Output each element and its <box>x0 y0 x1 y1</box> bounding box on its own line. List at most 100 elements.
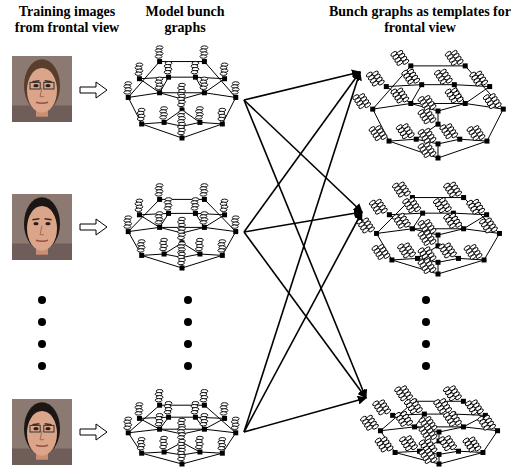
face-photo <box>12 399 72 465</box>
jet-bunch <box>137 117 144 120</box>
jet-bunch <box>468 446 476 453</box>
graph-edge <box>422 84 455 85</box>
photo-background <box>12 399 72 465</box>
graph-node <box>378 428 383 433</box>
jet-bunch <box>231 91 238 94</box>
graph-edge <box>139 213 168 214</box>
graph-node <box>193 415 198 420</box>
graph-node <box>180 266 185 271</box>
jet-bunch <box>196 116 203 119</box>
eyebrow <box>45 219 52 220</box>
graph-edge <box>182 124 222 138</box>
graph-node <box>414 137 419 142</box>
jet-bunch <box>191 207 198 210</box>
graph-node <box>412 424 417 429</box>
graph-edge <box>377 229 413 234</box>
ellipsis-dot <box>38 296 46 304</box>
graph-node <box>415 256 420 261</box>
eye <box>45 427 50 430</box>
jet-bunch <box>220 208 227 211</box>
graph-node <box>139 121 144 126</box>
graph-node <box>463 101 468 106</box>
graph-edge <box>438 260 484 274</box>
hollow-arrow <box>80 82 107 98</box>
jet-bunch <box>178 457 185 460</box>
jet-bunch <box>423 240 431 247</box>
mouth <box>36 445 48 446</box>
jet-bunch <box>449 395 457 402</box>
jet-bunch <box>164 207 171 210</box>
eyebrow <box>45 81 52 82</box>
graph-edge <box>389 139 416 141</box>
jet-bunch <box>410 408 418 415</box>
graph-edge <box>128 62 159 98</box>
ellipsis-dot <box>422 362 430 370</box>
mouth <box>36 102 48 103</box>
glasses <box>30 425 40 432</box>
jet-bunch <box>137 249 144 252</box>
jet-bunch <box>380 446 388 453</box>
jet-bunch <box>407 78 415 85</box>
graph-node <box>162 252 167 257</box>
graph-node <box>370 107 375 112</box>
jet-bunch <box>450 97 458 104</box>
jet-bunch <box>200 221 207 224</box>
graph-node <box>461 226 466 231</box>
jet-bunch <box>396 60 404 67</box>
graph-edge <box>204 405 235 433</box>
graph-node <box>126 229 131 234</box>
hair <box>24 402 60 455</box>
jet-bunch <box>405 445 413 452</box>
graph-node <box>487 84 492 89</box>
hair <box>24 59 60 112</box>
jet-bunch <box>378 409 386 416</box>
graph-edge <box>200 254 222 255</box>
graph-edge <box>380 401 414 430</box>
graph-node <box>220 121 225 126</box>
graph-edge <box>380 427 414 431</box>
graph-node <box>202 59 207 64</box>
jet-bunch <box>155 86 162 89</box>
graph-node <box>420 211 425 216</box>
mapping-arrow <box>244 212 362 432</box>
graph-node <box>484 139 489 144</box>
jet-bunch <box>440 78 448 85</box>
template-bunch-graph <box>360 385 500 467</box>
graph-node <box>480 450 485 455</box>
jet-bunch <box>160 445 167 448</box>
graph-edge <box>139 77 168 79</box>
graph-edge <box>182 453 222 464</box>
jet-bunch <box>231 225 238 228</box>
graph-edge <box>483 431 498 453</box>
graph-node <box>436 156 441 161</box>
jet-bunch <box>178 131 185 134</box>
graph-node <box>393 450 398 455</box>
nose <box>40 226 44 235</box>
graph-node <box>436 141 441 146</box>
graph-edge <box>195 213 224 214</box>
ellipsis-dot <box>184 362 192 370</box>
jet-bunch <box>423 152 431 159</box>
graph-edge <box>392 260 438 274</box>
jet-bunch <box>191 70 198 73</box>
graph-edge <box>395 451 419 452</box>
face-skin <box>27 68 57 113</box>
graph-node <box>484 212 489 217</box>
ellipsis-dot <box>38 340 46 348</box>
graph-node <box>180 136 185 141</box>
jet-bunch <box>200 423 207 426</box>
ellipsis-dot <box>422 318 430 326</box>
graph-edge <box>453 213 486 215</box>
column-heading: Model bunch graphs <box>135 4 235 36</box>
jet-bunch <box>398 191 406 198</box>
hair <box>24 197 60 250</box>
graph-edge <box>200 452 222 453</box>
model-bunch-graph <box>124 390 239 467</box>
jet-bunch <box>178 436 185 439</box>
jet-bunch <box>137 447 144 450</box>
graph-edge <box>392 258 418 260</box>
graph-node <box>456 256 461 261</box>
graph-node <box>461 195 466 200</box>
graph-edge <box>439 427 463 432</box>
